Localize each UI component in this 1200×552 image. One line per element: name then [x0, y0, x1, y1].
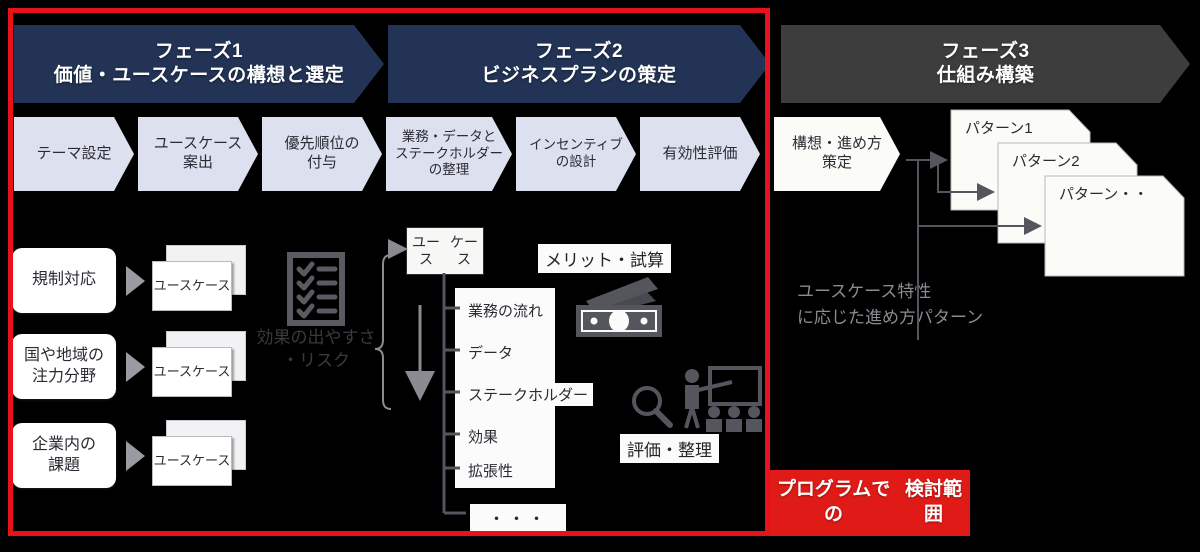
phase-2-subtitle: ビジネスプランの策定 [481, 65, 677, 86]
phase-2-title: フェーズ2 [534, 40, 624, 62]
usecase-stack-3: ユースケース [152, 420, 248, 490]
source-box-1-label: 規制対応 [31, 271, 96, 289]
step-4-label: 業務・データとステークホルダーの整理 [395, 128, 503, 178]
merit-label: メリット・試算 [538, 244, 671, 273]
source-box-3: 企業内の課題 [12, 423, 116, 488]
usecase-card-front-2: ユースケース [152, 347, 232, 397]
source-box-3-label: 企業内の課題 [31, 435, 96, 474]
phase-3-subtitle: 仕組み構築 [936, 65, 1035, 86]
pattern-card-3-shape [1044, 175, 1185, 277]
usecase-stack-1: ユースケース [152, 245, 248, 315]
phase-banner-1-text: フェーズ1 価値・ユースケースの構想と選定 [54, 40, 345, 89]
step-1-label: テーマ設定 [36, 144, 112, 162]
pattern-card-2-label: パターン2 [1012, 153, 1080, 170]
step-7-label: 構想・進め方策定 [791, 135, 882, 171]
pattern-card-3-label: パターン・・ [1059, 186, 1149, 203]
phase-banner-2: フェーズ2 ビジネスプランの策定 [388, 25, 770, 103]
phase-3-title: フェーズ3 [941, 40, 1030, 62]
phase-banner-1: フェーズ1 価値・ユースケースの構想と選定 [14, 25, 384, 103]
detail-item-4: 効果 [463, 425, 504, 448]
pattern-card-1-label: パターン1 [965, 120, 1033, 137]
detail-item-6: ・・・ [470, 504, 566, 531]
source-arrow-2 [126, 352, 145, 382]
step-chevron-6: 有効性評価 [640, 117, 760, 191]
banknote-icon [572, 275, 666, 339]
phase-banner-1-shape [14, 25, 384, 103]
presentation-icon [672, 366, 762, 432]
checklist-caption: 効果の出やすさ・リスク [256, 328, 376, 370]
phase-1-title: フェーズ1 [154, 40, 244, 62]
pattern-card-3: パターン・・ [1044, 175, 1185, 277]
step-3-shape [262, 117, 382, 191]
step-5-label: インセンティブの設計 [529, 137, 623, 169]
phase-1-subtitle: 価値・ユースケースの構想と選定 [53, 65, 345, 86]
step-4-shape [386, 117, 512, 191]
step-7-shape [774, 117, 900, 191]
detail-item-3: ステークホルダー [463, 383, 594, 406]
step-6-label: 有効性評価 [662, 144, 738, 162]
source-arrow-1 [126, 266, 145, 296]
step-5-shape [516, 117, 636, 191]
detail-item-1: 業務の流れ [463, 299, 549, 322]
eval-label: 評価・整理 [620, 434, 719, 463]
phase-banner-3-shape [781, 25, 1190, 103]
step-chevron-4: 業務・データとステークホルダーの整理 [386, 117, 512, 191]
step-2-label: ユースケース案出 [153, 135, 243, 171]
step-3-label: 優先順位の付与 [284, 135, 360, 171]
step-chevron-1: テーマ設定 [14, 117, 134, 191]
usecase-card-front-1: ユースケース [152, 261, 232, 311]
source-box-1: 規制対応 [12, 248, 116, 313]
magnifier-icon [628, 383, 674, 429]
detail-item-2: データ [463, 341, 519, 364]
source-arrow-3 [126, 441, 145, 471]
phase-banner-3-text: フェーズ3 仕組み構築 [937, 40, 1035, 89]
step-1-shape [14, 117, 134, 191]
checklist-icon [287, 252, 345, 326]
step-chevron-5: インセンティブの設計 [516, 117, 636, 191]
source-box-2-label: 国や地域の注力分野 [23, 346, 104, 385]
phase3-caption: ユースケース特性に応じた進め方パターン [797, 282, 984, 327]
detail-item-5: 拡張性 [463, 459, 519, 482]
phase-banner-2-text: フェーズ2 ビジネスプランの策定 [481, 40, 676, 89]
step-chevron-3: 優先順位の付与 [262, 117, 382, 191]
phase-banner-2-shape [388, 25, 770, 103]
step-6-shape [640, 117, 760, 191]
step-chevron-2: ユースケース案出 [138, 117, 258, 191]
phase-banner-3: フェーズ3 仕組み構築 [781, 25, 1190, 103]
usecase-card-front-3: ユースケース [152, 436, 232, 486]
step-2-shape [138, 117, 258, 191]
center-usecase-node: ユースケース [406, 227, 484, 275]
step-chevron-7: 構想・進め方策定 [774, 117, 900, 191]
source-box-2: 国や地域の注力分野 [12, 334, 116, 399]
program-scope-label: プログラムでの検討範囲 [770, 470, 970, 536]
usecase-stack-2: ユースケース [152, 331, 248, 401]
